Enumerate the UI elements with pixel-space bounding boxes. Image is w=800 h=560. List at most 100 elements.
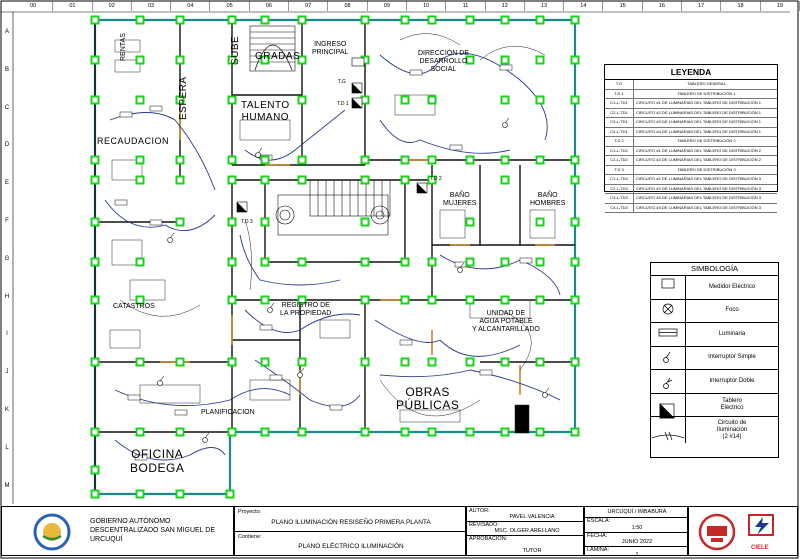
symbology-title: SIMBOLOGÍA xyxy=(651,263,778,276)
structural-column xyxy=(135,15,145,25)
structural-column xyxy=(500,155,510,165)
legend-description: TABLERO GENERAL xyxy=(687,81,726,86)
column-index-10: 10 xyxy=(407,1,447,11)
legend-description: TABLERO DE DISTRIBUCIÓN 1 xyxy=(677,90,736,96)
structural-column xyxy=(297,257,307,267)
structural-column xyxy=(360,95,370,105)
structural-column xyxy=(90,257,100,267)
structural-column xyxy=(465,357,475,367)
structural-column xyxy=(570,427,580,437)
luminaire-icon xyxy=(651,323,686,346)
row-index-H: H xyxy=(4,293,10,300)
row-index-K: K xyxy=(4,406,9,413)
row-index-L: L xyxy=(5,444,9,451)
legend-description: CIRCUITO #2 DE LUMINARIAS DEL TABLERO DE… xyxy=(636,157,761,162)
structural-column xyxy=(360,155,370,165)
structural-column xyxy=(500,295,510,305)
row-index-F: F xyxy=(5,217,9,224)
symbology-label: Interruptor Simple xyxy=(708,354,756,361)
legend-description: CIRCUITO #2 DE LUMINARIAS DEL TABLERO DE… xyxy=(636,185,761,191)
structural-column xyxy=(500,95,510,105)
entity-name: GOBIERNO AUTÓNOMO DESCENTRALIZADO SAN MI… xyxy=(90,518,215,543)
column-index-15: 15 xyxy=(604,1,643,11)
symbology-row: Circuito de Iluminación (2 #14) xyxy=(651,417,778,443)
panel-tg-icon xyxy=(351,82,363,94)
structural-column xyxy=(535,55,545,65)
titleblock-info: URCUQUÍ / IMBABURA ESCALA: 1:50 FECHA: J… xyxy=(584,506,688,558)
structural-column xyxy=(135,489,145,499)
structural-column xyxy=(427,95,437,105)
structural-column xyxy=(175,155,185,165)
autor-value: PAVEL VALENCIA xyxy=(509,514,555,520)
legend-row: T.D 1 TABLERO DE DISTRIBUCIÓN 1 xyxy=(605,89,777,99)
room-oficina-bodega: OFICINA BODEGA xyxy=(130,447,185,475)
structural-column xyxy=(135,155,145,165)
room-recaudacion: RECAUDACION xyxy=(97,136,170,146)
room-sube: SUBE xyxy=(230,35,241,65)
legend-description: CIRCUITO #1 DE LUMINARIAS DEL TABLERO DE… xyxy=(636,176,761,181)
titleblock-logos-right: CIELE xyxy=(688,506,798,556)
structural-column xyxy=(227,357,237,367)
structural-column xyxy=(427,357,437,367)
structural-column xyxy=(260,357,270,367)
structural-column xyxy=(90,217,100,227)
legend-description: TABLERO DE DISTRIBUCIÓN 3 xyxy=(677,166,736,172)
sym-meter-icon xyxy=(661,278,675,289)
legend-code: C1-L-TD2 xyxy=(605,146,634,155)
meter-icon xyxy=(651,276,686,299)
exterior-walls xyxy=(93,18,577,496)
legend-description: TABLERO DE DISTRIBUCIÓN 2 xyxy=(677,138,736,143)
structural-column xyxy=(297,357,307,367)
structural-column xyxy=(427,295,437,305)
column-index-18: 18 xyxy=(721,1,761,11)
tag-td1: T.D 1 xyxy=(337,101,349,107)
column-index-07: 07 xyxy=(289,1,329,11)
room-agua: UNIDAD DE AGUA POTABLE Y ALCANTARILLADO xyxy=(472,310,540,333)
staircase xyxy=(249,25,391,236)
structural-column xyxy=(135,257,145,267)
structural-column xyxy=(135,295,145,305)
structural-column xyxy=(360,217,370,227)
structural-column xyxy=(570,155,580,165)
structural-column xyxy=(400,95,410,105)
legend-description: CIRCUITO #1 DE LUMINARIAS DEL TABLERO DE… xyxy=(636,100,761,105)
legend-code: T.D 1 xyxy=(605,89,634,98)
structural-column xyxy=(360,175,370,185)
structural-column xyxy=(227,217,237,227)
legend-code: C2-L-TD3 xyxy=(605,184,634,193)
structural-column xyxy=(90,427,100,437)
structural-column xyxy=(570,15,580,25)
structural-column xyxy=(535,155,545,165)
structural-column xyxy=(500,15,510,25)
room-obras: OBRAS PÚBLICAS xyxy=(396,385,460,412)
structural-column xyxy=(500,427,510,437)
legend-code: C1-L-TD1 xyxy=(605,99,634,108)
structural-column xyxy=(135,55,145,65)
structural-column xyxy=(535,217,545,227)
structural-column xyxy=(227,295,237,305)
structural-column xyxy=(90,155,100,165)
symbology-label: Foco xyxy=(725,307,739,314)
structural-column xyxy=(297,175,307,185)
column-index-08: 08 xyxy=(328,1,368,11)
bulb-icon xyxy=(651,299,686,322)
room-desarrollo: DIRECCIÓN DE DESARROLLO SOCIAL xyxy=(418,50,469,73)
structural-column xyxy=(500,257,510,267)
row-index-A: A xyxy=(4,28,9,35)
legend-code: C4-L-TD1 xyxy=(605,127,634,136)
structural-column xyxy=(535,295,545,305)
proyecto-label: Proyecto: xyxy=(238,509,262,515)
symbology-row: Foco xyxy=(651,299,778,323)
revisado-value: MSC. OLGER ARELLANO xyxy=(494,528,560,534)
room-bano-mujeres: BAÑO MUJERES xyxy=(443,192,477,207)
structural-column xyxy=(260,217,270,227)
structural-column xyxy=(427,175,437,185)
symbology-icons xyxy=(651,278,685,441)
